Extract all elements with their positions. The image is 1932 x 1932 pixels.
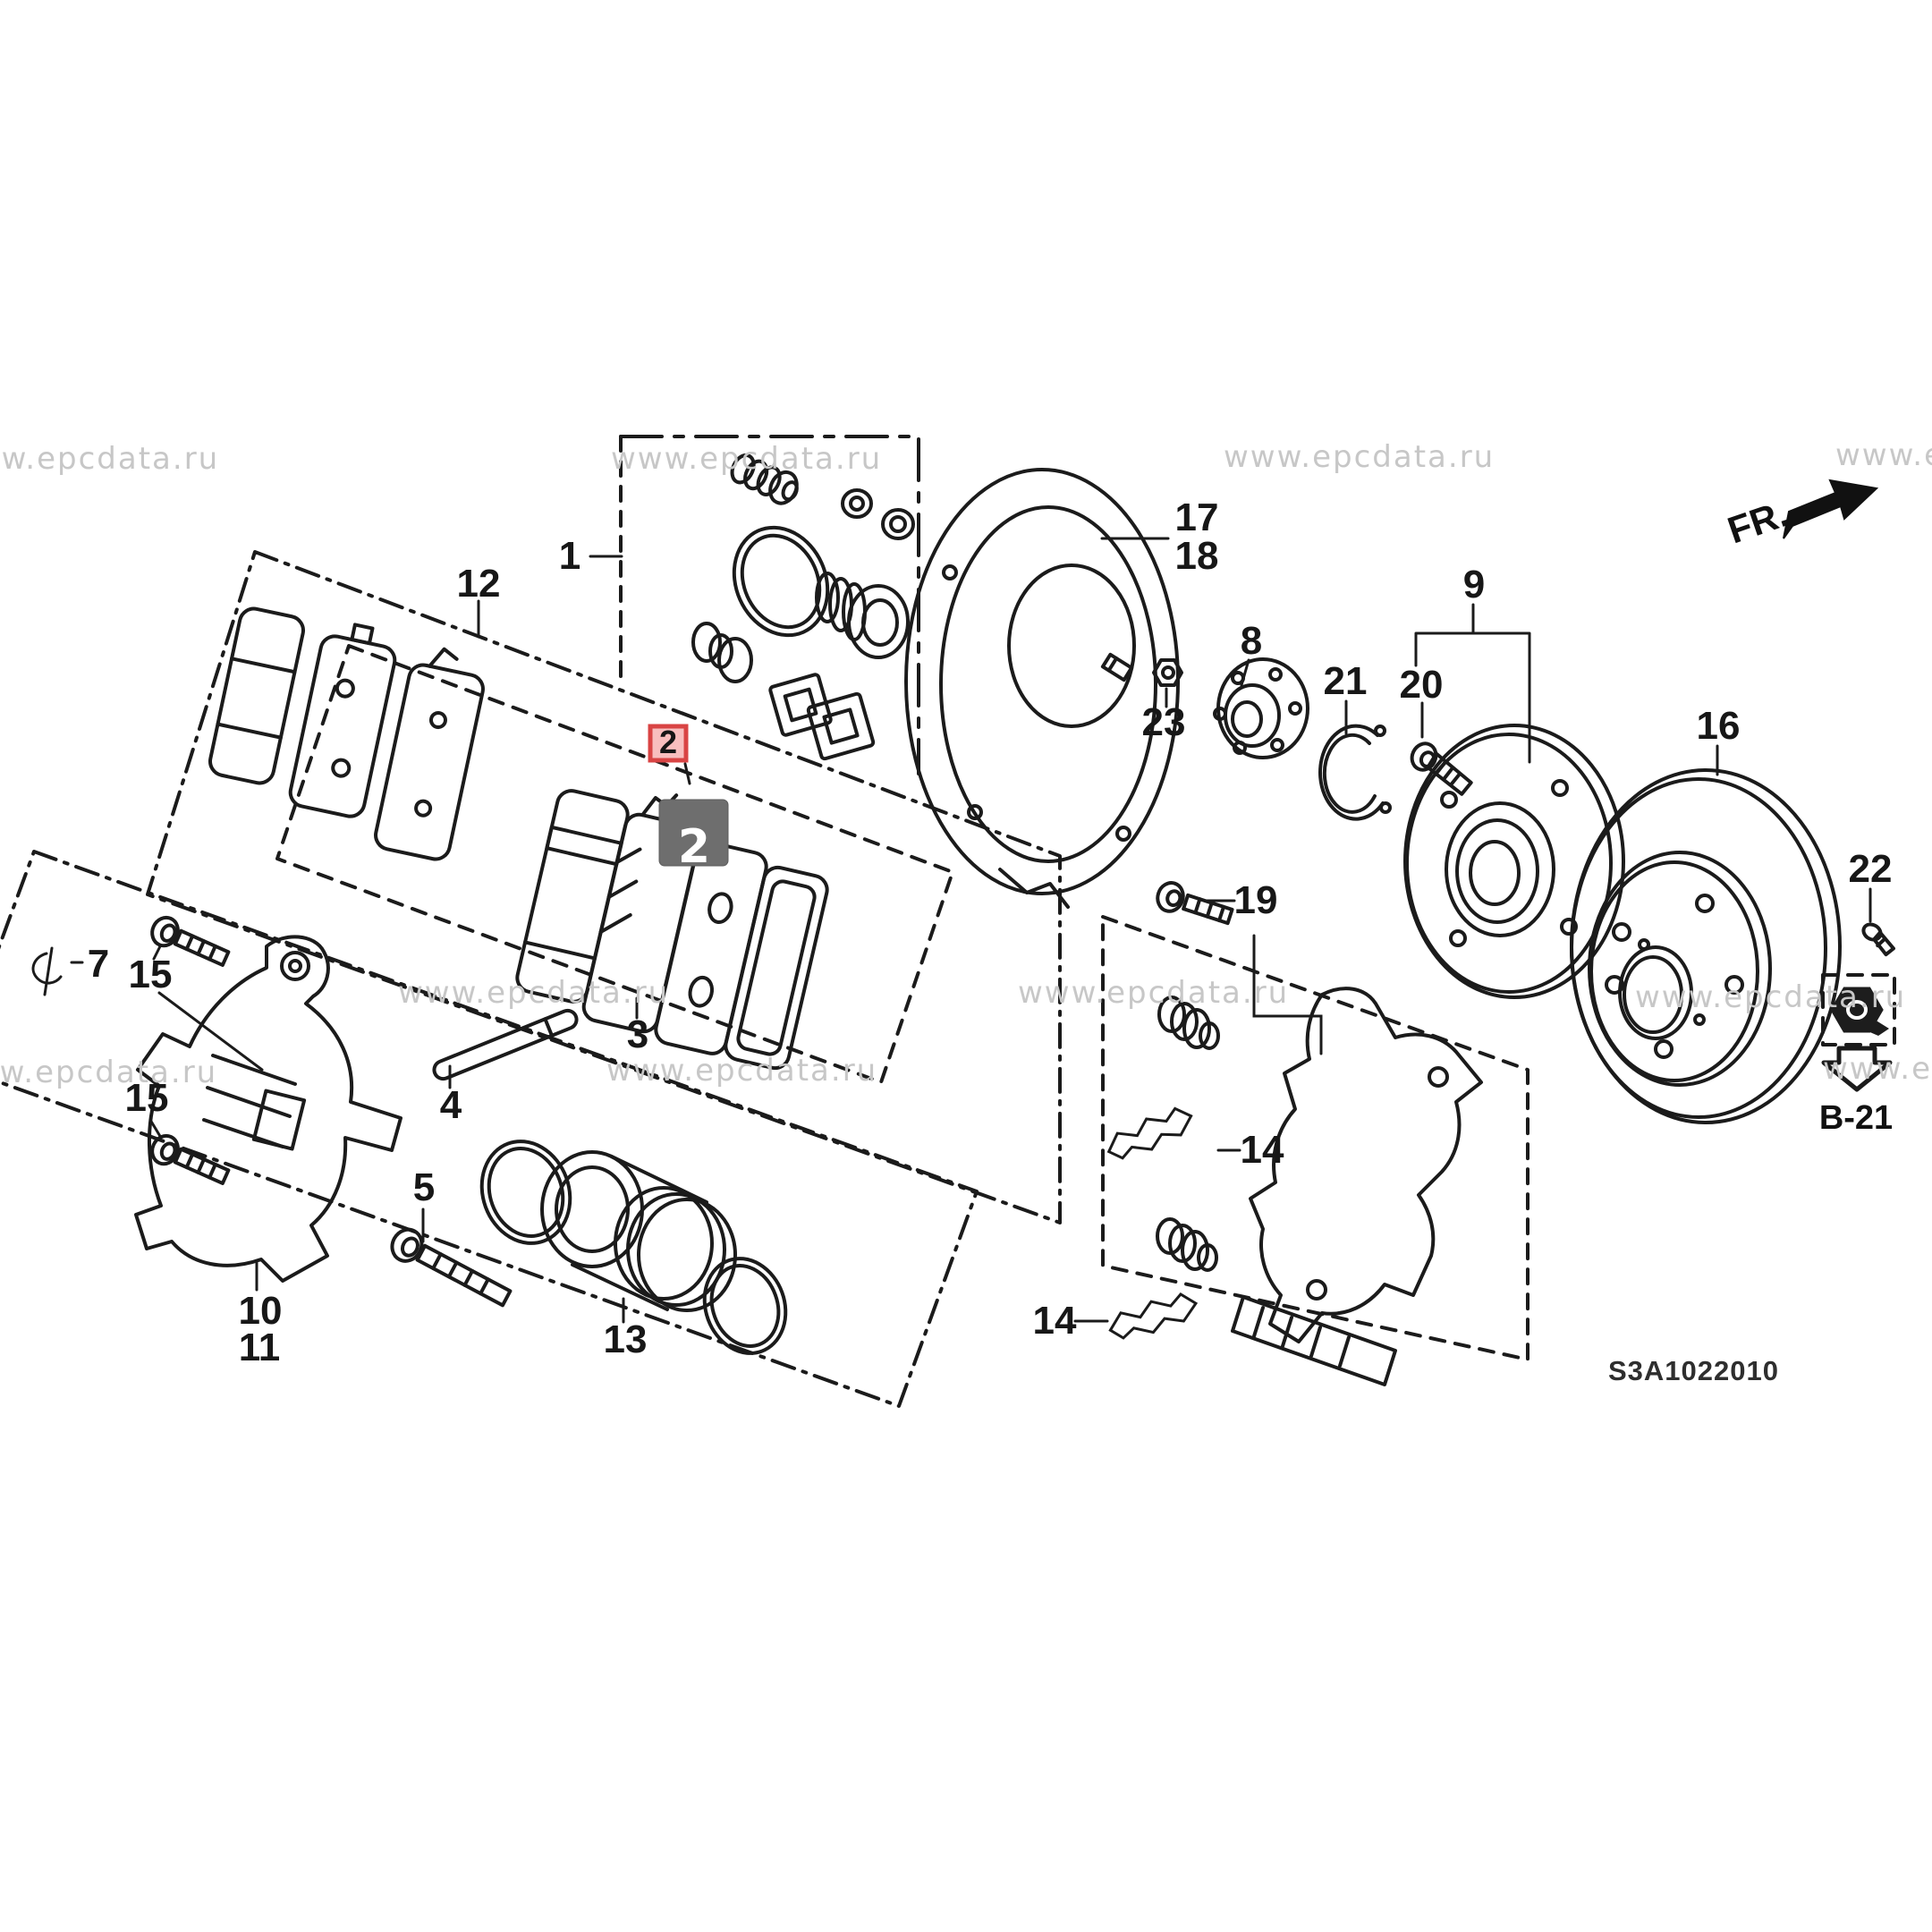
caliper-body-drawing bbox=[134, 935, 402, 1283]
bleeder-screw-drawing bbox=[730, 453, 799, 505]
watermark-text: www.epcdata.ru bbox=[1224, 439, 1495, 475]
part-callout-4: 4 bbox=[440, 1083, 462, 1127]
part-callout-1: 1 bbox=[559, 534, 580, 578]
b21-reference: B-21 bbox=[1819, 973, 1896, 1137]
watermark-text: www.epcdata.ru bbox=[1823, 1051, 1932, 1087]
watermark-text: www.epcdata.ru bbox=[1835, 437, 1932, 473]
part-callout-22: 22 bbox=[1849, 847, 1893, 891]
fr-arrow-icon bbox=[1783, 479, 1879, 539]
caliper-bracket-drawing bbox=[1231, 987, 1483, 1386]
piston-seal-drawing bbox=[732, 525, 830, 638]
caliper-bolt-drawing bbox=[150, 915, 231, 967]
part-callout-17: 17 bbox=[1175, 496, 1219, 539]
clip-drawing bbox=[31, 946, 63, 996]
b21-down-arrow-icon bbox=[1821, 1046, 1893, 1092]
pad-kit-inner-box bbox=[275, 644, 954, 1084]
pad-retainer-plate-drawing bbox=[768, 673, 876, 761]
pin-bolt-drawing bbox=[390, 1227, 513, 1308]
caliper-bolt-drawing bbox=[150, 1133, 231, 1185]
watermark-layer: www.epcdata.ru www.epcdata.ru www.epcdata.… bbox=[0, 437, 1932, 1090]
pad-retainer-clip-drawing bbox=[1108, 1292, 1199, 1340]
watermark-text: www.epcdata.ru bbox=[606, 1053, 877, 1089]
part-callout-7: 7 bbox=[88, 942, 109, 986]
seal-kit-box bbox=[619, 435, 920, 775]
tooltip-label: 2 bbox=[678, 820, 710, 874]
slide-pin-drawing bbox=[432, 1008, 579, 1081]
rotor-screw-drawing bbox=[1861, 922, 1895, 957]
piston-drawing bbox=[540, 1150, 737, 1312]
b21-dashed-box bbox=[1821, 973, 1896, 1046]
part-callout-21: 21 bbox=[1324, 659, 1368, 703]
pin-boot-drawing bbox=[1156, 1217, 1218, 1272]
caliper-kit-box bbox=[0, 850, 979, 1408]
part-callout-12: 12 bbox=[457, 562, 501, 606]
part-callout-18: 18 bbox=[1175, 534, 1219, 578]
pin-boot-drawing bbox=[1157, 996, 1220, 1050]
dust-seal-drawing bbox=[702, 1257, 788, 1355]
part-callout-3: 3 bbox=[627, 1013, 648, 1056]
part-callout-16: 16 bbox=[1697, 704, 1741, 748]
b21-label: B-21 bbox=[1819, 1099, 1893, 1137]
part-callout-20: 20 bbox=[1400, 663, 1444, 707]
brake-rotor-drawing bbox=[1570, 768, 1842, 1124]
snap-ring-drawing bbox=[1318, 724, 1392, 821]
red-highlight-box[interactable] bbox=[648, 724, 689, 763]
brake-pad-set-drawing bbox=[208, 606, 829, 1071]
watermark-text: www.epcdata.ru bbox=[611, 441, 882, 477]
diagram-code: S3A1022010 bbox=[1608, 1355, 1779, 1386]
pad-set-box bbox=[146, 550, 1062, 1224]
part-callout-15: 15 bbox=[129, 953, 173, 996]
part-callout-5: 5 bbox=[413, 1165, 435, 1209]
watermark-text: www.epcdata.ru bbox=[1635, 979, 1906, 1015]
part-callout-14: 14 bbox=[1241, 1128, 1284, 1172]
highlighted-callout-2[interactable]: 2 bbox=[648, 724, 689, 763]
bracket-bolt-drawing bbox=[1156, 881, 1234, 926]
watermark-text: www.epcdata.ru bbox=[0, 1055, 217, 1090]
bushing-boot-drawing bbox=[691, 622, 753, 683]
part-callout-8: 8 bbox=[1241, 619, 1262, 663]
part-callout-23: 23 bbox=[1142, 700, 1186, 744]
spindle-nut-drawing bbox=[1100, 652, 1183, 687]
part-callout-11: 11 bbox=[239, 1326, 281, 1369]
leader-lines bbox=[70, 537, 1872, 1324]
part-callout-9: 9 bbox=[1463, 563, 1485, 606]
watermark-text: www.epcdata.ru bbox=[1018, 975, 1289, 1011]
bleeder-cap-drawing bbox=[841, 488, 915, 540]
part-callout-19: 19 bbox=[1234, 878, 1278, 922]
part-callout-15: 15 bbox=[125, 1076, 169, 1120]
selection-tooltip-2[interactable]: 2 bbox=[658, 799, 729, 874]
wheel-bearing-drawing bbox=[1213, 657, 1309, 759]
part-callout-14: 14 bbox=[1033, 1299, 1077, 1343]
tooltip-box[interactable] bbox=[658, 799, 729, 867]
red-highlight-label: 2 bbox=[659, 724, 677, 760]
hub-drawing bbox=[1403, 724, 1625, 999]
splash-guard-drawing bbox=[904, 468, 1180, 909]
fr-label: FR. bbox=[1723, 492, 1793, 551]
part-callout-10: 10 bbox=[239, 1289, 283, 1333]
part-callout-13: 13 bbox=[604, 1318, 648, 1361]
fr-direction: FR. bbox=[1723, 479, 1879, 552]
pad-retainer-clip-drawing bbox=[1106, 1106, 1193, 1160]
piston-boot-drawing bbox=[815, 572, 910, 659]
b21-nut-icon bbox=[1830, 987, 1889, 1036]
watermark-text: www.epcdata.ru bbox=[0, 441, 219, 477]
watermark-text: www.epcdata.ru bbox=[398, 975, 669, 1011]
